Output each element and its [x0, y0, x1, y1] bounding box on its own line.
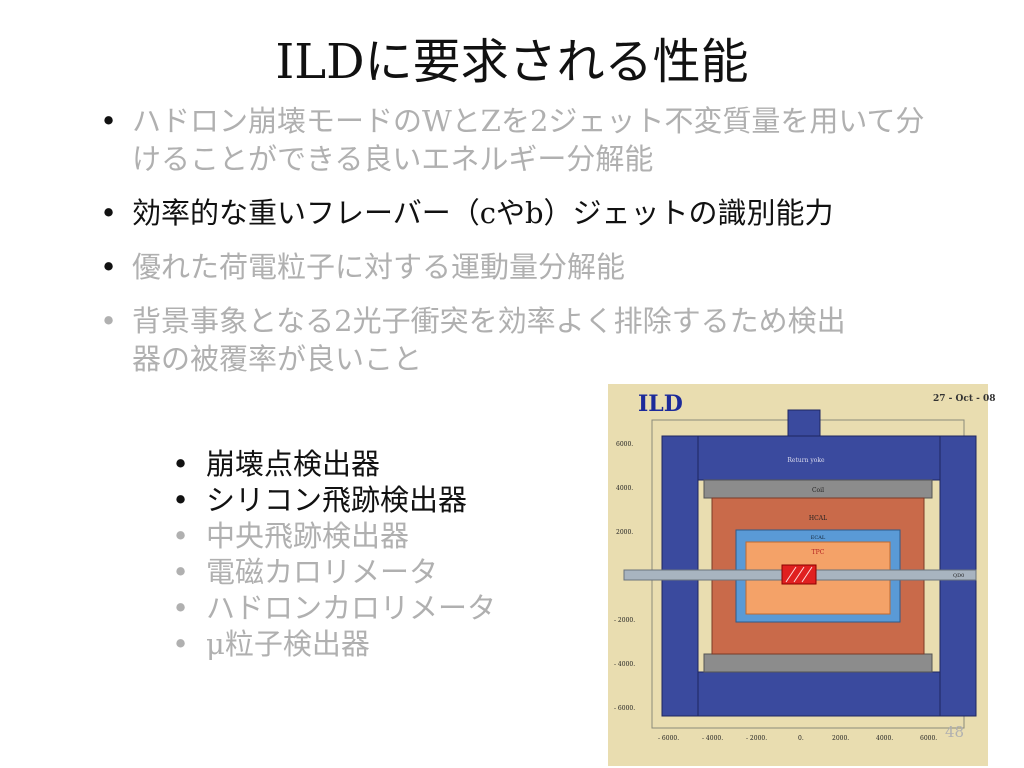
- yoke-chimney: [787, 409, 821, 437]
- x-tick: - 2000.: [746, 735, 767, 742]
- bullet-marker: •: [172, 627, 190, 661]
- sub-bullet-text: 電磁カロリメータ: [206, 555, 439, 589]
- sub-bullet-text: μ粒子検出器: [206, 627, 370, 661]
- bullet-marker: •: [172, 591, 190, 625]
- diagram-title: ILD: [638, 391, 683, 417]
- sub-bullet-text: ハドロンカロリメータ: [206, 591, 497, 625]
- bullet-marker: •: [100, 250, 118, 284]
- bullet-marker: •: [172, 483, 190, 517]
- x-tick: 2000.: [832, 735, 849, 742]
- label-tpc: TPC: [812, 549, 825, 556]
- y-tick: - 6000.: [614, 705, 635, 712]
- bullet-marker: •: [100, 304, 118, 338]
- bullet-text: 背景事象となる2光子衝突を効率よく排除するため検出器の被覆率が良いこと: [132, 304, 846, 376]
- bullet-flavor-tagging: • 効率的な重いフレーバー（cやb）ジェットの識別能力: [100, 194, 950, 232]
- x-tick: - 6000.: [658, 735, 679, 742]
- x-tick: 4000.: [876, 735, 893, 742]
- sub-bullet-vertex-detector: • 崩壊点検出器: [172, 446, 592, 482]
- y-tick: 6000.: [616, 441, 633, 448]
- bullet-marker: •: [172, 555, 190, 589]
- vertex-hatch: [801, 566, 813, 583]
- y-tick: - 2000.: [614, 617, 635, 624]
- bullet-text: ハドロン崩壊モードのWとZを2ジェット不変質量を用いて分けることができる良いエネ…: [132, 104, 925, 176]
- bullet-text: 優れた荷電粒子に対する運動量分解能: [132, 250, 626, 284]
- vertex-hatch: [785, 566, 797, 583]
- return-yoke-bottom: [697, 671, 941, 717]
- bullet-marker: •: [172, 519, 190, 553]
- vertex-hatch: [793, 566, 805, 583]
- page-number: 48: [945, 723, 965, 741]
- bullet-marker: •: [172, 447, 190, 481]
- slide-title: ILDに要求される性能: [275, 34, 749, 90]
- diagram-date: 27 - Oct - 08: [933, 394, 996, 404]
- sub-bullet-hcal: • ハドロンカロリメータ: [172, 590, 592, 626]
- return-yoke-top: [697, 435, 941, 481]
- x-tick: 6000.: [920, 735, 937, 742]
- label-qd0: QD0: [953, 573, 964, 579]
- sub-bullet-ecal: • 電磁カロリメータ: [172, 554, 592, 590]
- main-bullet-list: • ハドロン崩壊モードのWとZを2ジェット不変質量を用いて分けることができる良い…: [100, 102, 950, 394]
- bullet-momentum-resolution: • 優れた荷電粒子に対する運動量分解能: [100, 248, 950, 286]
- bullet-text: 効率的な重いフレーバー（cやb）ジェットの識別能力: [132, 196, 834, 230]
- bullet-energy-resolution: • ハドロン崩壊モードのWとZを2ジェット不変質量を用いて分けることができる良い…: [100, 102, 950, 178]
- sub-bullet-text: 中央飛跡検出器: [206, 519, 410, 553]
- sub-bullet-muon-detector: • μ粒子検出器: [172, 626, 592, 662]
- coil-bottom: [703, 653, 933, 673]
- sub-bullet-silicon-tracker: • シリコン飛跡検出器: [172, 482, 592, 518]
- label-ecal: ECAL: [811, 535, 826, 541]
- x-tick: 0.: [798, 735, 804, 742]
- ild-detector-diagram: ILD 27 - Oct - 08 Return yoke Coil HCAL …: [608, 384, 996, 766]
- bullet-hermeticity: • 背景事象となる2光子衝突を効率よく排除するため検出器の被覆率が良いこと: [100, 302, 862, 378]
- bullet-marker: •: [100, 196, 118, 230]
- sub-bullet-text: シリコン飛跡検出器: [206, 483, 468, 517]
- label-return-yoke: Return yoke: [787, 457, 825, 464]
- sub-bullet-central-tracker: • 中央飛跡検出器: [172, 518, 592, 554]
- label-coil: Coil: [812, 487, 824, 494]
- y-tick: 2000.: [616, 529, 633, 536]
- sub-bullet-text: 崩壊点検出器: [206, 447, 381, 481]
- detector-subsystem-list: • 崩壊点検出器 • シリコン飛跡検出器 • 中央飛跡検出器 • 電磁カロリメー…: [172, 446, 592, 662]
- x-tick: - 4000.: [702, 735, 723, 742]
- y-tick: - 4000.: [614, 661, 635, 668]
- y-tick: 4000.: [616, 485, 633, 492]
- bullet-marker: •: [100, 104, 118, 138]
- label-hcal: HCAL: [809, 515, 827, 522]
